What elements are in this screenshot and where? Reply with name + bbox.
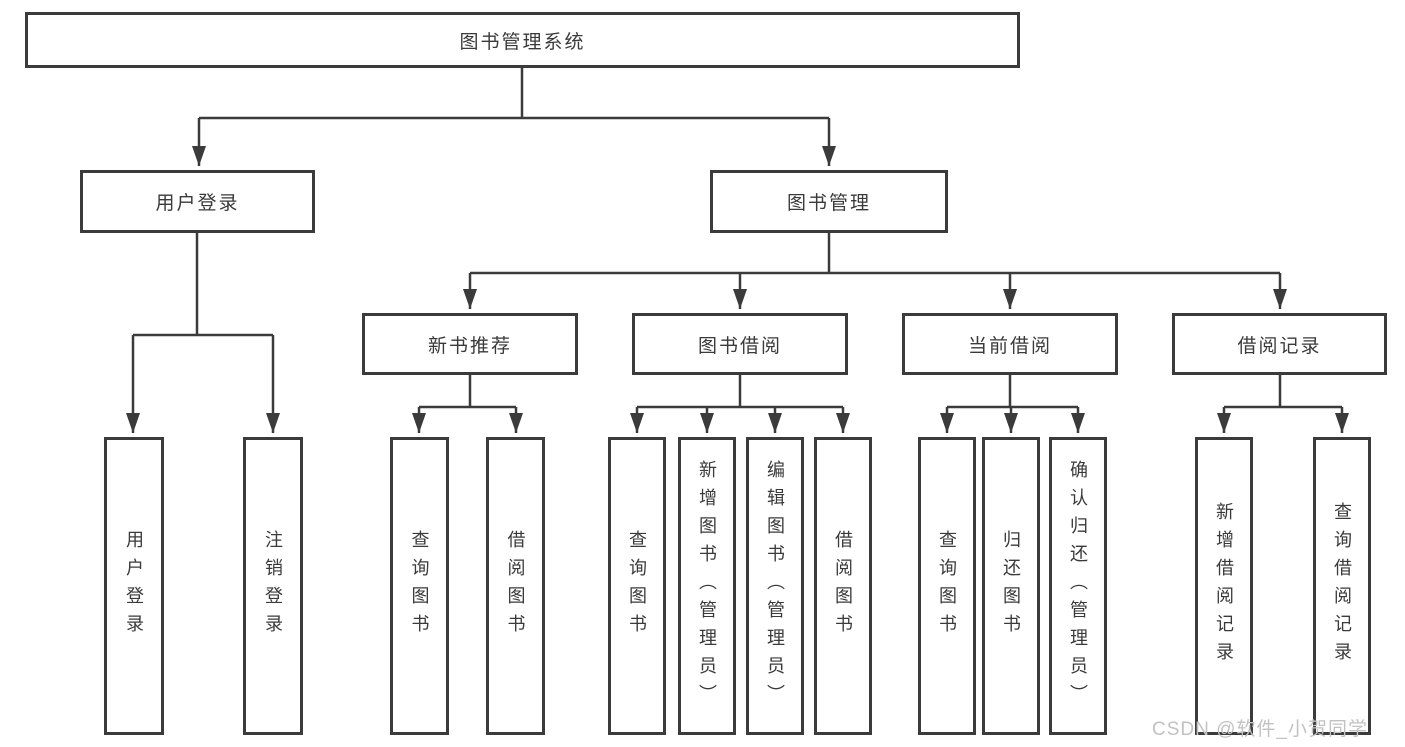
leaf-borrow-books: 借阅图书 — [486, 437, 545, 735]
node-new-book-recommend: 新书推荐 — [362, 313, 578, 375]
node-current-borrow: 当前借阅 — [902, 313, 1118, 375]
node-user-login: 用户登录 — [80, 170, 315, 233]
leaf-query-books: 查询图书 — [918, 437, 976, 735]
leaf-query-books: 查询图书 — [608, 437, 666, 735]
leaf-confirm-return-admin: 确认归还（管理员） — [1049, 437, 1107, 735]
leaf-add-borrow-record: 新增借阅记录 — [1195, 437, 1253, 735]
node-book-borrow: 图书借阅 — [632, 313, 848, 375]
leaf-logout: 注销登录 — [243, 437, 303, 735]
leaf-user-login: 用户登录 — [104, 437, 164, 735]
leaf-return-book: 归还图书 — [982, 437, 1040, 735]
leaf-query-borrow-record: 查询借阅记录 — [1313, 437, 1371, 735]
leaf-add-book-admin: 新增图书（管理员） — [678, 437, 736, 735]
node-borrow-records: 借阅记录 — [1172, 313, 1387, 375]
node-book-management: 图书管理 — [710, 170, 948, 233]
node-root-system: 图书管理系统 — [25, 12, 1020, 68]
watermark: CSDN @软件_小贺同学 — [1152, 719, 1368, 740]
leaf-query-books: 查询图书 — [390, 437, 449, 735]
leaf-edit-book-admin: 编辑图书（管理员） — [746, 437, 804, 735]
leaf-borrow-books: 借阅图书 — [814, 437, 872, 735]
